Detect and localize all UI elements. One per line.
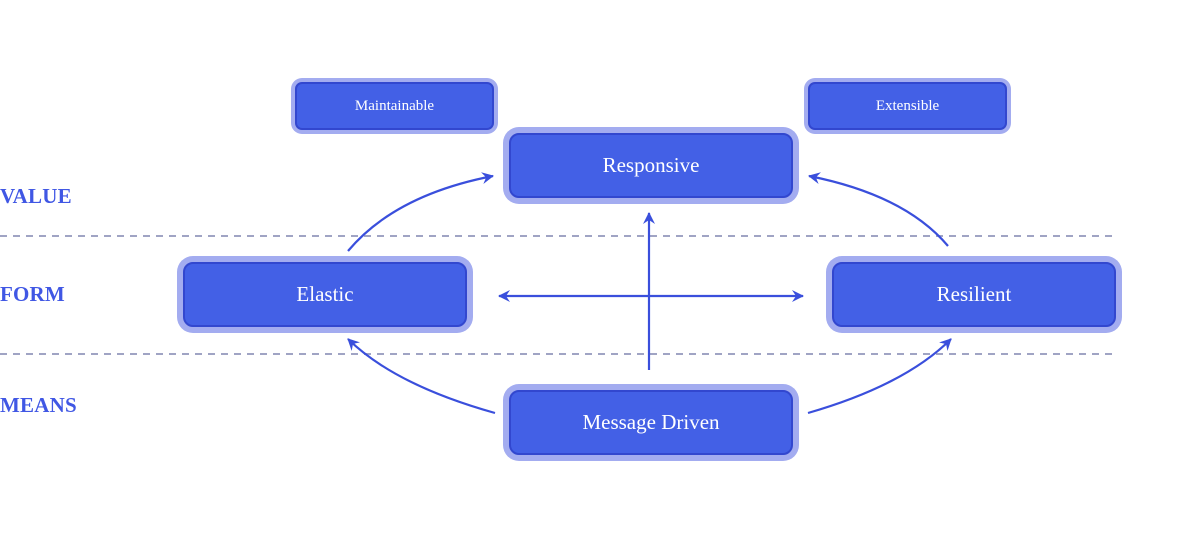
arrow-message-driven-to-elastic [347,338,496,415]
arrow-resilient-to-responsive [808,172,949,247]
arrow-message-driven-to-resilient [807,338,952,415]
node-extensible: Extensible [808,82,1007,130]
node-maintainable-label: Maintainable [354,97,435,114]
node-message-driven: Message Driven [509,390,793,455]
node-responsive-label: Responsive [602,153,700,177]
row-label-form: FORM [0,282,65,306]
node-resilient-label: Resilient [936,282,1012,306]
row-label-value: VALUE [0,184,72,208]
node-elastic: Elastic [183,262,467,327]
node-extensible-label: Extensible [875,97,940,114]
row-label-means: MEANS [0,393,77,417]
node-message-driven-label: Message Driven [582,410,720,434]
node-responsive: Responsive [509,133,793,198]
node-maintainable: Maintainable [295,82,494,130]
node-resilient: Resilient [832,262,1116,327]
node-elastic-label: Elastic [296,282,354,306]
arrow-elastic-to-responsive [347,172,494,252]
